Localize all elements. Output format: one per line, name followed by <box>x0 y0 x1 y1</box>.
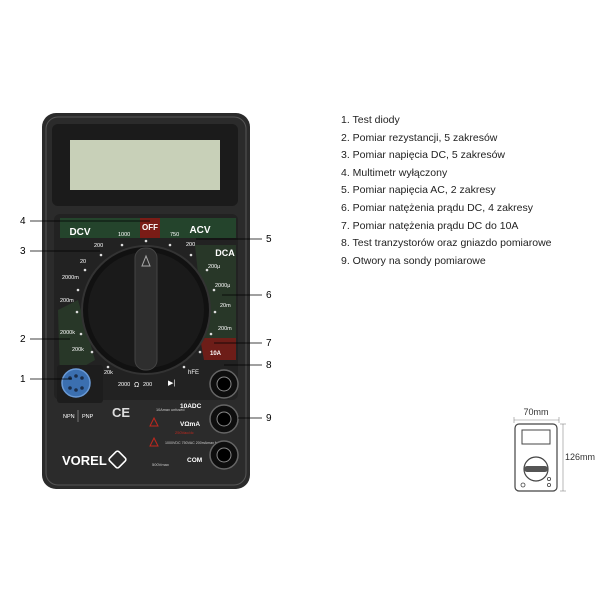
acv-range-200: 200 <box>186 242 195 248</box>
legend-item: 7. Pomiar natężenia prądu DC do 10A <box>341 219 519 232</box>
dca-range-20m: 20m <box>220 303 231 309</box>
jack-10a[interactable] <box>209 369 239 399</box>
legend-item: 4. Multimetr wyłączony <box>341 166 448 179</box>
callout-1: 1 <box>20 374 26 385</box>
legend-item: 9. Otwory na sondy pomiarowe <box>341 254 486 267</box>
legend-item: 8. Test tranzystorów oraz gniazdo pomiar… <box>341 237 552 250</box>
callout-6: 6 <box>266 290 272 301</box>
dca-range-200u: 200μ <box>208 264 220 270</box>
callout-7: 7 <box>266 338 272 349</box>
legend-item: 1. Test diody <box>341 114 400 126</box>
jack-com[interactable] <box>209 440 239 470</box>
legend-item: 2. Pomiar rezystancji, 5 zakresów <box>341 131 498 144</box>
terminal-com-note: 500Vmax <box>152 462 169 467</box>
callout-5: 5 <box>266 234 272 245</box>
acv-title: ACV <box>189 225 210 236</box>
terminal-com-label: COM <box>187 457 202 464</box>
warning-icon-2 <box>149 436 159 447</box>
diode-icon: ▶| <box>168 380 175 387</box>
dca-range-200m: 200m <box>218 326 232 332</box>
width-dimension: 70mm <box>523 407 548 417</box>
dimension-sketch: 70mm 126mm <box>513 407 595 492</box>
ohm-range-2000: 2000 <box>118 382 130 388</box>
hfe-label: hFE <box>188 370 199 376</box>
callout-3: 3 <box>20 246 26 257</box>
ohm-symbol: Ω <box>134 382 139 389</box>
ohm-range-200: 200 <box>143 382 152 388</box>
dial-off-label: OFF <box>142 223 158 232</box>
legend-item: 3. Pomiar napięcia DC, 5 zakresów <box>341 149 505 162</box>
terminal-vohm-note: 250Vac/dc <box>175 430 194 435</box>
warning-icon <box>149 416 159 427</box>
dcv-range-20: 20 <box>80 259 86 265</box>
terminal-vohm-label: VΩmA <box>180 421 200 428</box>
acv-range-750: 750 <box>170 232 179 238</box>
dcv-title: DCV <box>69 227 90 238</box>
dcv-range-2000m: 2000m <box>62 275 79 281</box>
npn-label: NPN <box>63 414 75 420</box>
terminal-10adc-note: 10Amax unfused <box>156 408 185 412</box>
pnp-label: PNP <box>82 414 94 420</box>
dca-range-2000u: 2000μ <box>215 283 230 289</box>
terminal-vohm-note2: 1000VDC 750VAC 200mAmax fused <box>165 441 224 445</box>
jack-vohm[interactable] <box>209 404 239 434</box>
dcv-range-200m: 200m <box>60 298 74 304</box>
callout-9: 9 <box>266 413 272 424</box>
legend-item: 5. Pomiar napięcia AC, 2 zakresy <box>341 184 496 197</box>
dial-pointer <box>134 247 158 371</box>
ce-mark: CE <box>112 405 130 420</box>
callout-8: 8 <box>266 360 272 371</box>
feature-legend: 1. Test diody 2. Pomiar rezystancji, 5 z… <box>341 112 552 270</box>
transistor-socket[interactable] <box>57 365 103 403</box>
multimeter: OFF DCV ACV DCA 1000 200 20 2000m 200m 7… <box>42 113 250 489</box>
dca-range-10a: 10A <box>210 351 222 357</box>
dcv-range-200: 200 <box>94 243 103 249</box>
brand-logo: VOREL <box>62 453 107 468</box>
ohm-range-2000k: 2000k <box>60 330 75 336</box>
height-dimension: 126mm <box>565 452 595 462</box>
dca-title: DCA <box>215 248 235 258</box>
legend-item: 6. Pomiar natężenia prądu DC, 4 zakresy <box>341 201 534 214</box>
callout-2: 2 <box>20 334 26 345</box>
lcd-display <box>70 140 220 190</box>
dcv-range-1000: 1000 <box>118 232 130 238</box>
ohm-range-20k: 20k <box>104 370 113 376</box>
ohm-range-200k: 200k <box>72 347 84 353</box>
brand-mark-icon <box>108 450 127 469</box>
terminal-10adc-label: 10ADC <box>180 403 202 410</box>
rotary-dial[interactable] <box>81 245 211 375</box>
callout-lines <box>30 220 262 419</box>
callout-4: 4 <box>20 216 26 227</box>
